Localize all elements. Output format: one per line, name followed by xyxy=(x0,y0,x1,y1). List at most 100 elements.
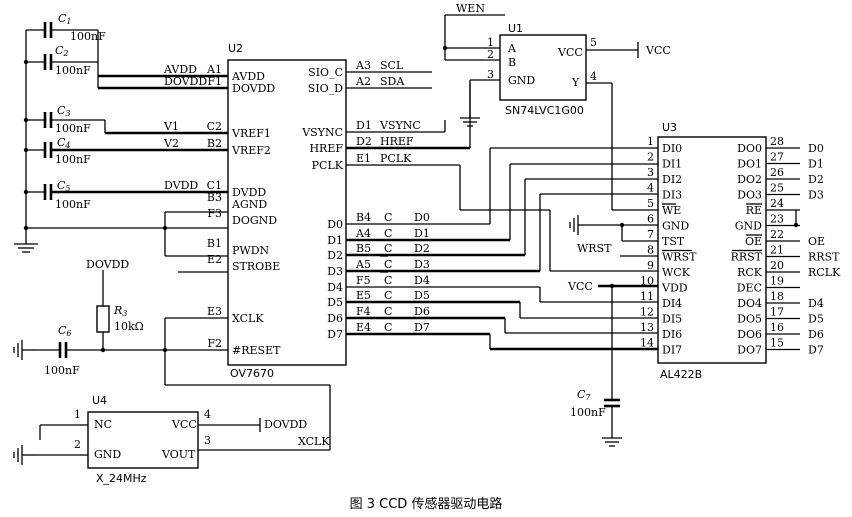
u2-pin-num: E4 xyxy=(356,321,371,334)
u3-pin-net: D7 xyxy=(808,344,824,357)
u2-pin-net: V1 xyxy=(163,120,179,133)
u4-part: X_24MHz xyxy=(96,472,147,485)
svg-text:100nF: 100nF xyxy=(44,364,80,377)
u3-right-aux xyxy=(793,210,799,228)
u2-pin-net: D3 xyxy=(414,258,430,271)
u3-ref: U3 xyxy=(662,121,677,134)
u3-part: AL422B xyxy=(660,368,702,381)
u2-pin-name: DOVDD xyxy=(232,82,275,95)
u2-pin-name: PCLK xyxy=(312,159,344,172)
u3-pin-num: 22 xyxy=(770,228,784,241)
u2-pin-net: DVDD xyxy=(164,179,198,192)
u3-pin-name: RE xyxy=(746,204,762,217)
u3-pin-net: D0 xyxy=(808,142,824,155)
u3-pin-name: DI3 xyxy=(662,189,682,202)
u3-pin-name: GND xyxy=(662,220,689,233)
u3-pin-num: 3 xyxy=(647,166,654,179)
u2-pin-name: D7 xyxy=(327,328,343,341)
u3-pin-num: 20 xyxy=(770,259,784,272)
u3-pin-net: OE xyxy=(808,235,825,248)
u1-pin4-name: Y xyxy=(571,76,580,89)
u4-pin3-num: 3 xyxy=(204,434,211,447)
u3-pin-num: 6 xyxy=(647,213,654,226)
u3-pin-num: 7 xyxy=(647,228,654,241)
u3-pin-num: 10 xyxy=(640,275,654,288)
u2-pin-num: D2 xyxy=(356,135,372,148)
u3-pin-num: 28 xyxy=(770,135,784,148)
u3-pin-net: D4 xyxy=(808,297,824,310)
u3-pin-num: 18 xyxy=(770,290,784,303)
u4-body xyxy=(87,411,199,469)
u2-pin-name: D0 xyxy=(327,218,343,231)
u2-body xyxy=(227,59,347,366)
u3-left-pins: 1DI02DI13DI24DI35WE6GND7TST8WRST9WCK10VD… xyxy=(620,135,697,357)
u2-pin-num: A3 xyxy=(355,59,371,72)
svg-text:C6: C6 xyxy=(58,324,72,338)
u3-pin-name: DO3 xyxy=(737,189,762,202)
u2-c-mark: C xyxy=(384,242,392,255)
u2-c-mark: C xyxy=(384,274,392,287)
u2-pin-name: #RESET xyxy=(232,344,281,357)
u3-pin-num: 23 xyxy=(770,213,784,226)
u1-ref: U1 xyxy=(508,22,523,35)
u3-pin-num: 21 xyxy=(770,244,784,257)
u2-pin-name: VREF1 xyxy=(231,127,271,140)
u2-pin-num: B5 xyxy=(356,242,371,255)
u3-pin-num: 27 xyxy=(770,151,784,164)
svg-text:C3: C3 xyxy=(57,104,71,118)
u3-pin-num: 19 xyxy=(770,275,784,288)
svg-text:100nF: 100nF xyxy=(55,198,91,211)
u3-pin-name: DI4 xyxy=(662,297,682,310)
u3-pin-name: VDD xyxy=(661,282,688,295)
cap-c1-label: C1 100nF xyxy=(58,12,106,43)
svg-text:100nF: 100nF xyxy=(70,30,106,43)
u1-pin4-num: 4 xyxy=(590,70,597,83)
u2-pin-net: V2 xyxy=(163,137,179,150)
svg-text:100nF: 100nF xyxy=(55,122,91,135)
svg-text:C5: C5 xyxy=(57,179,71,193)
u2-pin-num: A1 xyxy=(206,63,222,76)
u3-pin-num: 24 xyxy=(770,197,784,210)
svg-text:C7: C7 xyxy=(577,388,591,402)
svg-text:100nF: 100nF xyxy=(55,64,91,77)
u2-pin-name: DVDD xyxy=(232,186,266,199)
u2-pin-net: D5 xyxy=(414,289,430,302)
u3-pin-name: DO5 xyxy=(737,313,762,326)
cap-c7-label: C7 100nF xyxy=(570,388,606,419)
u2-pin-net: SCL xyxy=(380,59,404,72)
u2-pin-net: VSYNC xyxy=(379,119,421,132)
u3-pin-num: 26 xyxy=(770,166,784,179)
u3-pin-name: DI5 xyxy=(662,313,682,326)
u2-pin-name: AVDD xyxy=(231,70,265,83)
u3-pin-net: D6 xyxy=(808,328,824,341)
u3-pin-num: 1 xyxy=(647,135,654,148)
u3-pin-name: TST xyxy=(662,235,685,248)
u2-pin-net: D2 xyxy=(414,242,430,255)
u2-c-mark: C xyxy=(384,321,392,334)
u2-pin-name: D6 xyxy=(327,312,343,325)
u2-pin-net: D0 xyxy=(414,211,430,224)
u3-pin-net: RRST xyxy=(808,251,840,264)
u1-pin5-num: 5 xyxy=(590,36,597,49)
u2-pin-name: AGND xyxy=(231,198,267,211)
u3-pin-name: DO6 xyxy=(737,328,762,341)
u2-pin-net: D1 xyxy=(414,227,430,240)
u3-wrst-net: WRST xyxy=(577,242,612,255)
u4-pin1-num: 1 xyxy=(74,408,81,421)
u4-dovdd-net: DOVDD xyxy=(264,418,307,431)
u3-pin-name: DO2 xyxy=(737,173,762,186)
u3-pin-name: OE xyxy=(745,235,762,248)
u2-pin-net: D6 xyxy=(414,305,430,318)
u2-pin-name: VSYNC xyxy=(301,126,343,139)
u3-pin-name: DEC xyxy=(737,282,762,295)
svg-text:C2: C2 xyxy=(55,44,69,58)
u3-aux-wiring xyxy=(569,215,658,447)
u2-pin-name: DOGND xyxy=(232,214,277,227)
u3-pin-num: 16 xyxy=(770,321,784,334)
u2-pin-name: HREF xyxy=(309,142,343,155)
u3-pin-num: 9 xyxy=(647,259,654,272)
u4-pins xyxy=(13,418,330,465)
u3-pin-name: DI7 xyxy=(662,344,682,357)
u2-pin-num: F3 xyxy=(207,207,222,220)
